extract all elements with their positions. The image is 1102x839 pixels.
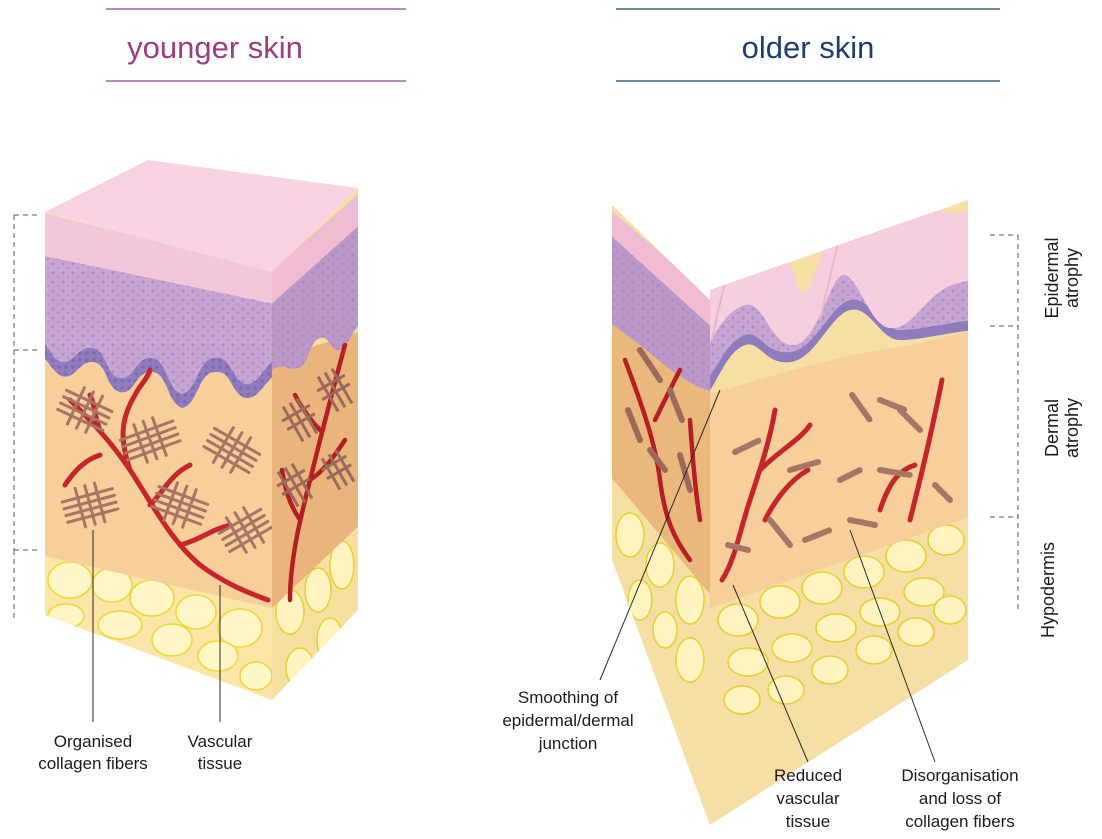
label-smoothing-line2: epidermal/dermal bbox=[502, 711, 633, 730]
label-smoothing-line1: Smoothing of bbox=[518, 688, 618, 707]
label-disorganisation: Disorganisation and loss of collagen fib… bbox=[901, 766, 1018, 831]
older-main-face bbox=[705, 181, 975, 830]
side-label-hypodermis-text: Hypodermis bbox=[1038, 542, 1058, 638]
label-vascular-tissue-line2: tissue bbox=[198, 754, 242, 773]
label-disorganisation-line1: Disorganisation bbox=[901, 766, 1018, 785]
younger-layer-bracket bbox=[14, 215, 40, 620]
label-vascular-tissue-line1: Vascular bbox=[188, 732, 253, 751]
older-skin-block bbox=[600, 181, 1018, 835]
label-reduced-vascular: Reduced vascular tissue bbox=[774, 766, 842, 831]
label-disorganisation-line2: and loss of bbox=[919, 789, 1001, 808]
side-label-dermal-atrophy: Dermal atrophy bbox=[1042, 398, 1082, 458]
label-vascular-tissue: Vascular tissue bbox=[188, 732, 253, 773]
younger-front-face bbox=[40, 200, 280, 720]
side-label-epidermal-line2: atrophy bbox=[1062, 248, 1082, 308]
side-label-hypodermis: Hypodermis bbox=[1038, 542, 1058, 638]
label-organised-collagen-line1: Organised bbox=[54, 732, 132, 751]
side-label-epidermal-atrophy: Epidermal atrophy bbox=[1042, 237, 1082, 318]
label-smoothing-line3: junction bbox=[538, 734, 598, 753]
label-disorganisation-line3: collagen fibers bbox=[905, 812, 1015, 831]
younger-skin-header: younger skin bbox=[106, 9, 406, 81]
label-reduced-line2: vascular bbox=[776, 789, 840, 808]
side-label-dermal-line1: Dermal bbox=[1042, 399, 1062, 457]
side-label-epidermal-line1: Epidermal bbox=[1042, 237, 1062, 318]
older-skin-title: older skin bbox=[742, 30, 875, 65]
older-front-face bbox=[605, 195, 715, 835]
side-label-dermal-line2: atrophy bbox=[1062, 398, 1082, 458]
older-layer-bracket bbox=[990, 235, 1018, 612]
label-organised-collagen: Organised collagen fibers bbox=[38, 732, 148, 773]
label-organised-collagen-line2: collagen fibers bbox=[38, 754, 148, 773]
label-reduced-line3: tissue bbox=[786, 812, 830, 831]
younger-skin-block bbox=[14, 160, 365, 722]
younger-skin-title: younger skin bbox=[127, 30, 303, 65]
label-reduced-line1: Reduced bbox=[774, 766, 842, 785]
label-smoothing-junction: Smoothing of epidermal/dermal junction bbox=[502, 688, 633, 753]
older-skin-header: older skin bbox=[616, 9, 1000, 81]
